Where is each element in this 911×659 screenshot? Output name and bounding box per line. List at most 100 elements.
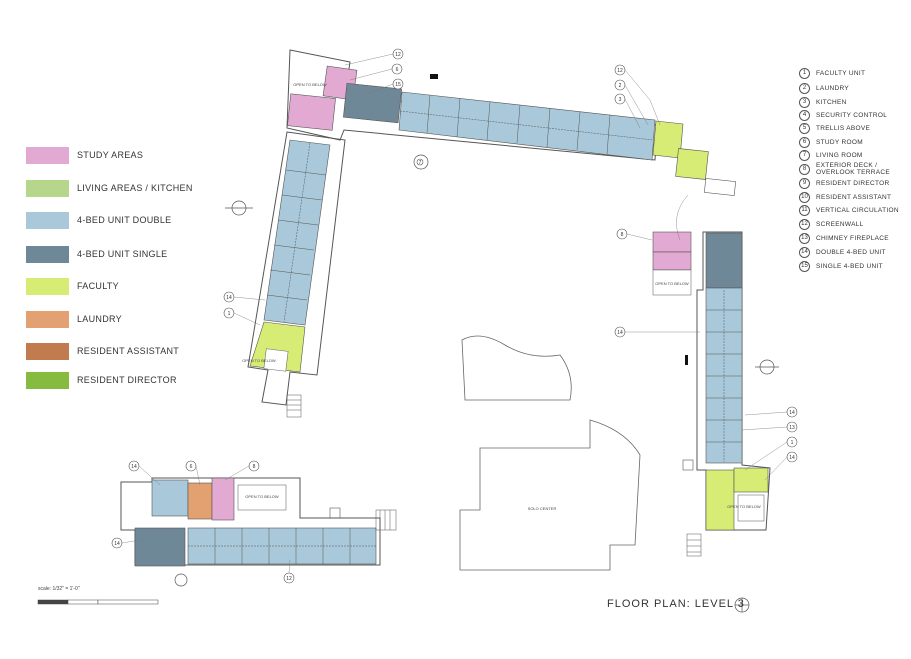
svg-text:14: 14: [114, 541, 120, 547]
callout-bubble-19: 12: [283, 572, 295, 584]
svg-text:14: 14: [789, 455, 795, 461]
legend-swatch: [26, 371, 69, 389]
svg-text:13: 13: [789, 425, 795, 431]
key-number: 3: [799, 96, 810, 108]
callout-bubble-14: 14: [786, 451, 798, 463]
key-label: VERTICAL CIRCULATION: [816, 206, 899, 214]
legend-label: STUDY AREAS: [77, 150, 144, 160]
legend-label: 4-BED UNIT DOUBLE: [77, 215, 172, 225]
leader-lines: [121, 53, 788, 574]
callout-bubble-9: 14: [223, 291, 235, 303]
legend-label: FACULTY: [77, 281, 119, 291]
callout-bubbles: 12 6 15 12 2 3 8 7 14 1 14 13 1 14 14 6 …: [111, 48, 798, 584]
svg-text:2: 2: [619, 83, 622, 89]
callout-bubble-20: 14: [786, 406, 798, 418]
callout-bubble-16: 6: [185, 460, 197, 472]
key-label: KITCHEN: [816, 98, 847, 106]
key-item: 5 TRELLIS ABOVE: [799, 122, 870, 134]
flag-marker: [685, 355, 688, 365]
svg-text:6: 6: [396, 67, 399, 73]
callout-bubble-2: 6: [391, 63, 403, 75]
callout-bubble-6: 3: [614, 93, 626, 105]
open-to-below-labels: OPEN TO BELOW OPEN TO BELOW OPEN TO BELO…: [242, 82, 761, 511]
legend-swatch: [26, 179, 69, 197]
key-item: 13 CHIMNEY FIREPLACE: [799, 232, 889, 244]
legend-label: RESIDENT DIRECTOR: [77, 375, 177, 385]
legend-item-study: STUDY AREAS: [26, 146, 143, 164]
callout-bubble-13: 1: [786, 436, 798, 448]
legend-item-faculty: FACULTY: [26, 277, 119, 295]
key-number: 6: [799, 136, 810, 148]
legend-item-single: 4-BED UNIT SINGLE: [26, 245, 167, 263]
key-number: 12: [799, 218, 810, 230]
key-number: 14: [799, 246, 810, 258]
key-label: CHIMNEY FIREPLACE: [816, 234, 889, 242]
east-wing: [652, 231, 771, 557]
callout-bubble-8: 7: [416, 158, 424, 166]
legend-label: RESIDENT ASSISTANT: [77, 346, 180, 356]
key-label: SINGLE 4-BED UNIT: [816, 262, 883, 270]
key-number: 13: [799, 232, 810, 244]
legend-swatch: [26, 245, 69, 263]
legend-swatch: [26, 342, 69, 360]
legend-item-laundry: LAUNDRY: [26, 310, 122, 328]
key-number: 9: [799, 177, 810, 189]
svg-text:12: 12: [617, 68, 623, 74]
key-label: RESIDENT ASSISTANT: [816, 193, 892, 201]
key-label: FACULTY UNIT: [816, 69, 866, 77]
callout-bubble-17: 8: [248, 460, 260, 472]
svg-text:12: 12: [286, 576, 292, 582]
svg-text:12: 12: [395, 52, 401, 58]
southwest-building: [120, 477, 397, 567]
key-number: 7: [799, 149, 810, 161]
scale-label: scale: 1/32" = 1'-0": [38, 586, 80, 592]
key-label: TRELLIS ABOVE: [816, 124, 871, 132]
callout-bubble-11: 14: [614, 326, 626, 338]
legend-item-double: 4-BED UNIT DOUBLE: [26, 211, 171, 229]
key-number: 1: [799, 67, 810, 79]
callout-bubble-4: 12: [614, 64, 626, 76]
svg-text:OPEN TO BELOW: OPEN TO BELOW: [655, 281, 689, 286]
key-item: 1 FACULTY UNIT: [799, 67, 865, 79]
key-number: 15: [799, 260, 810, 272]
callout-bubble-15: 14: [128, 460, 140, 472]
svg-text:14: 14: [617, 330, 623, 336]
flag-marker: [430, 74, 438, 79]
key-label: SECURITY CONTROL: [816, 111, 888, 119]
key-label: RESIDENT DIRECTOR: [816, 179, 890, 187]
key-label: EXTERIOR DECK / OVERLOOK TERRACE: [816, 162, 891, 176]
svg-text:OPEN TO BELOW: OPEN TO BELOW: [245, 494, 279, 499]
svg-text:14: 14: [789, 410, 795, 416]
callout-bubble-10: 1: [223, 307, 235, 319]
courtyard: [459, 335, 641, 571]
svg-text:1: 1: [228, 311, 231, 317]
svg-text:14: 14: [226, 295, 232, 301]
key-number: 5: [799, 122, 810, 134]
legend-label: 4-BED UNIT SINGLE: [77, 249, 168, 259]
west-wing: [247, 131, 346, 418]
scale-bar: [37, 599, 159, 605]
svg-text:SOLO CENTER: SOLO CENTER: [528, 506, 557, 511]
svg-text:OPEN TO BELOW: OPEN TO BELOW: [727, 504, 761, 509]
svg-text:14: 14: [131, 464, 137, 470]
svg-text:OPEN TO BELOW: OPEN TO BELOW: [293, 82, 327, 87]
legend-item-rd: RESIDENT DIRECTOR: [26, 371, 177, 389]
legend-item-ra: RESIDENT ASSISTANT: [26, 342, 179, 360]
callout-bubble-3: 15: [392, 78, 404, 90]
legend-label: LIVING AREAS / KITCHEN: [77, 183, 193, 193]
callout-bubble-5: 2: [614, 79, 626, 91]
drawing-title: FLOOR PLAN: LEVEL 3: [607, 598, 745, 610]
key-item: 9 RESIDENT DIRECTOR: [799, 177, 889, 189]
key-item: 15 SINGLE 4-BED UNIT: [799, 260, 883, 272]
legend-swatch: [26, 211, 69, 229]
key-label: LAUNDRY: [816, 84, 850, 92]
callout-bubble-7: 8: [616, 228, 628, 240]
legend-swatch: [26, 146, 69, 164]
